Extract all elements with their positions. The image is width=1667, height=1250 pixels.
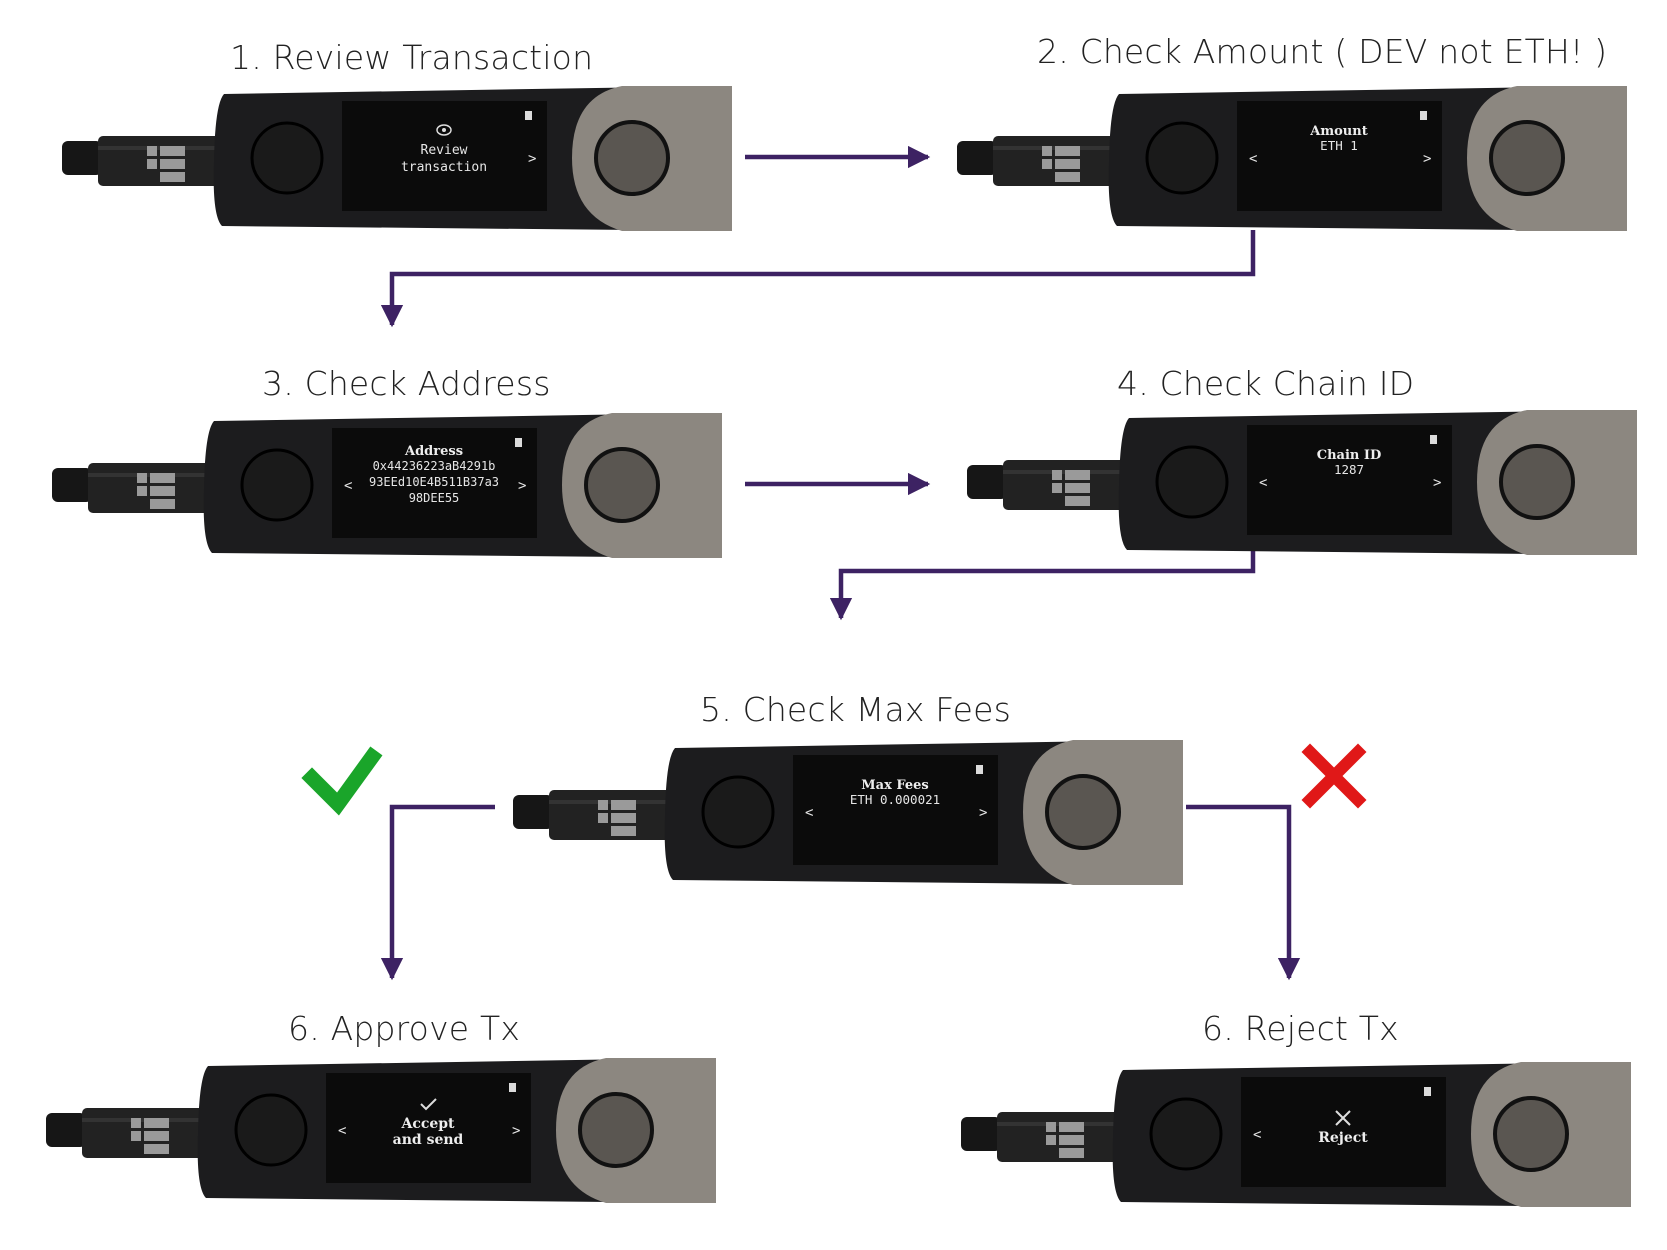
step-2-title: 2. Check Amount ( DEV not ETH! ) bbox=[1037, 32, 1608, 71]
step-6-approve-title: 6. Approve Tx bbox=[288, 1009, 521, 1048]
address-line: 0x44236223aB4291b bbox=[373, 459, 496, 473]
left-button bbox=[250, 121, 324, 195]
address-line: 93EEd10E4B511B37a3 bbox=[369, 475, 499, 489]
right-button bbox=[1045, 774, 1121, 850]
battery-icon bbox=[525, 111, 532, 120]
left-button bbox=[1145, 121, 1219, 195]
left-button bbox=[234, 1093, 308, 1167]
nav-left-icon: < bbox=[805, 805, 813, 821]
step-1-title: 1. Review Transaction bbox=[230, 38, 594, 77]
arrow-2-to-3 bbox=[380, 230, 1256, 328]
screen-heading: Max Fees bbox=[861, 778, 928, 793]
ledger-logo-icon bbox=[1042, 146, 1080, 182]
device-step-1: > Review transaction bbox=[62, 86, 732, 236]
arrow-5-to-reject bbox=[1186, 804, 1301, 981]
screen-heading: Amount bbox=[1309, 124, 1367, 139]
left-button bbox=[1155, 445, 1229, 519]
usb-cable bbox=[957, 141, 997, 175]
screen-value: ETH 1 bbox=[1320, 138, 1358, 153]
right-button bbox=[1493, 1096, 1569, 1172]
right-button bbox=[594, 120, 670, 196]
nav-right-icon: > bbox=[979, 805, 987, 821]
nav-left-icon: < bbox=[344, 478, 352, 494]
nav-left-icon: < bbox=[338, 1123, 346, 1139]
nav-right-icon: > bbox=[512, 1123, 520, 1139]
eye-icon bbox=[436, 124, 452, 136]
ledger-logo-icon bbox=[131, 1118, 169, 1154]
step-3-title: 3. Check Address bbox=[262, 364, 551, 403]
screen-line-1: Accept bbox=[400, 1116, 455, 1132]
battery-icon bbox=[1420, 111, 1427, 120]
check-mark-icon bbox=[301, 746, 383, 816]
close-icon bbox=[1335, 1110, 1351, 1126]
battery-icon bbox=[1424, 1087, 1431, 1096]
screen-line-1: Review bbox=[421, 143, 468, 158]
right-button bbox=[1499, 444, 1575, 520]
screen-value: ETH 0.000021 bbox=[850, 792, 940, 807]
ledger-logo-icon bbox=[147, 146, 185, 182]
nav-left-icon: < bbox=[1249, 151, 1257, 167]
battery-icon bbox=[976, 765, 983, 774]
usb-cable bbox=[62, 141, 102, 175]
ledger-logo-icon bbox=[598, 800, 636, 836]
left-button bbox=[240, 448, 314, 522]
address-line: 98DEE55 bbox=[409, 491, 460, 505]
usb-cable bbox=[46, 1113, 86, 1147]
device-screen: > Review transaction bbox=[342, 101, 547, 211]
usb-cable bbox=[961, 1117, 1001, 1151]
ledger-logo-icon bbox=[137, 473, 175, 509]
battery-icon bbox=[509, 1083, 516, 1092]
right-button bbox=[578, 1092, 654, 1168]
ledger-device: > Review transaction bbox=[62, 86, 732, 231]
right-button bbox=[1489, 120, 1565, 196]
arrow-5-to-approve bbox=[380, 804, 495, 981]
step-6-reject-title: 6. Reject Tx bbox=[1202, 1009, 1399, 1048]
usb-cable bbox=[513, 795, 553, 829]
screen-heading: Chain ID bbox=[1317, 448, 1382, 463]
left-button bbox=[1149, 1097, 1223, 1171]
screen-line-2: transaction bbox=[401, 160, 487, 175]
check-icon bbox=[420, 1098, 437, 1111]
nav-right-icon: > bbox=[518, 478, 526, 494]
ledger-device: < Reject bbox=[961, 1062, 1631, 1207]
screen-line-1: Reject bbox=[1318, 1130, 1368, 1146]
nav-right-icon: > bbox=[1433, 475, 1441, 491]
right-button bbox=[584, 447, 660, 523]
ledger-logo-icon bbox=[1046, 1122, 1084, 1158]
screen-heading: Address bbox=[404, 444, 463, 459]
step-4-title: 4. Check Chain ID bbox=[1117, 364, 1415, 403]
screen-value: 1287 bbox=[1334, 462, 1364, 477]
device-screen: < Reject bbox=[1241, 1077, 1446, 1187]
nav-left-icon: < bbox=[1259, 475, 1267, 491]
usb-cable bbox=[967, 465, 1007, 499]
screen-line-2: and send bbox=[393, 1132, 464, 1148]
nav-left-icon: < bbox=[1253, 1127, 1261, 1143]
nav-right-icon: > bbox=[1423, 151, 1431, 167]
nav-right-icon: > bbox=[528, 151, 536, 167]
device-step-6-reject: < Reject bbox=[961, 1062, 1631, 1212]
left-button bbox=[701, 775, 775, 849]
ledger-logo-icon bbox=[1052, 470, 1090, 506]
cross-mark-icon bbox=[1301, 743, 1367, 809]
battery-icon bbox=[515, 438, 522, 447]
usb-cable bbox=[52, 468, 92, 502]
step-5-title: 5. Check Max Fees bbox=[700, 690, 1012, 729]
battery-icon bbox=[1430, 435, 1437, 444]
